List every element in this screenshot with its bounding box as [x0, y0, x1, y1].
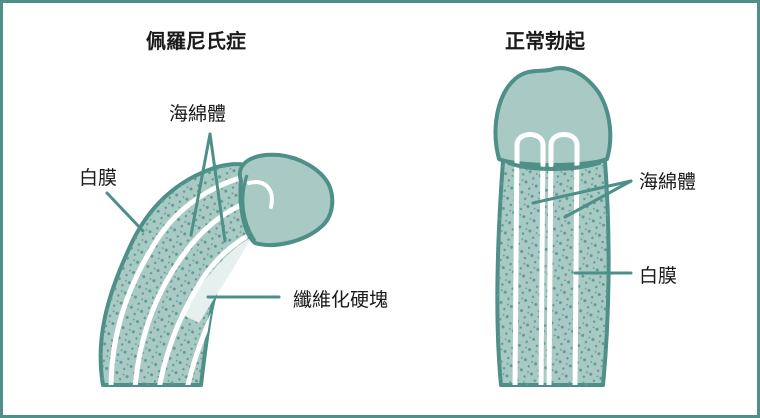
septum-line-2 — [156, 226, 264, 385]
anatomy-illustration — [98, 66, 633, 387]
leader-corpora-left-b — [208, 132, 227, 243]
septum-line-1 — [132, 196, 258, 385]
tunica-outer-line — [108, 174, 246, 385]
corona-band — [507, 161, 601, 171]
left-title: 佩羅尼氏症 — [146, 29, 246, 53]
septum-left-line — [538, 161, 546, 385]
glans-right — [493, 66, 613, 167]
glans-left-rim — [241, 174, 257, 242]
label-corpora-cavernosa-left: 海綿體 — [169, 103, 227, 125]
glans-left-white-edge — [247, 180, 274, 209]
leader-tunica-left — [105, 191, 145, 233]
label-tunica-albuginea-right: 白膜 — [639, 265, 678, 287]
normal-erection-illustration — [493, 66, 633, 387]
leader-corpora-right-a — [531, 179, 633, 205]
peyronie-illustration — [98, 132, 335, 387]
right-title: 正常勃起 — [505, 29, 585, 53]
glans-left — [237, 152, 335, 248]
label-tunica-albuginea-left: 白膜 — [79, 167, 118, 189]
fibrous-plaque — [183, 237, 251, 323]
leader-corpora-right-b — [563, 179, 633, 219]
tunica-left-line — [512, 161, 520, 385]
leader-corpora-left-a — [189, 132, 212, 237]
label-corpora-cavernosa-right: 海綿體 — [639, 171, 697, 193]
straight-shaft-dot-texture — [497, 161, 609, 385]
tunica-right-line — [572, 161, 580, 385]
shaft-dot-texture — [100, 164, 266, 385]
corpora-tip-arches — [514, 132, 580, 168]
label-fibrous-plaque: 纖維化硬塊 — [293, 289, 389, 311]
septum-right-line — [546, 161, 554, 385]
